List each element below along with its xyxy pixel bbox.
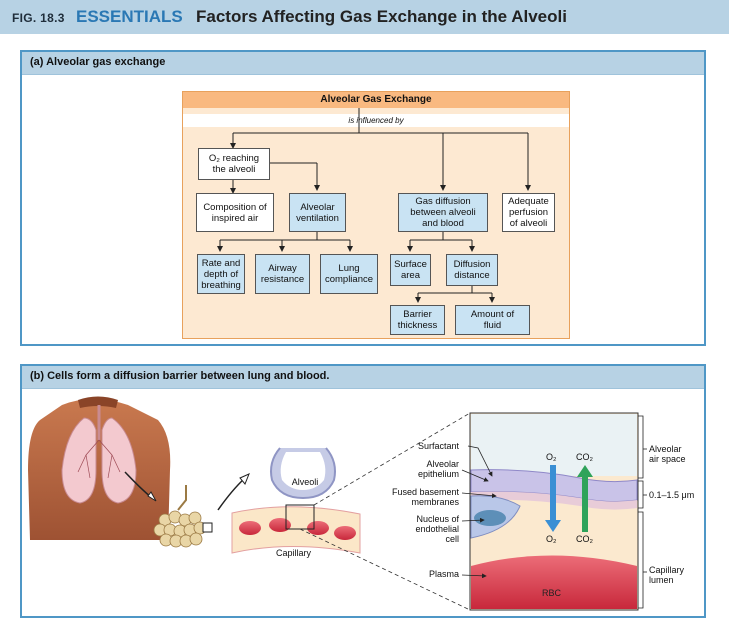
o2-bottom-label: O₂ — [546, 534, 557, 544]
flowchart-sub-bar — [183, 114, 569, 127]
co2-top-label: CO₂ — [576, 452, 593, 462]
o2-top-label: O₂ — [546, 452, 557, 462]
rbc-label: RBC — [542, 588, 562, 598]
surfactant-label: Surfactant — [417, 441, 459, 451]
node-airway-resistance: Airway resistance — [255, 254, 310, 294]
title-bar: FIG. 18.3 ESSENTIALS Factors Affecting G… — [0, 0, 729, 34]
panel-b-heading: (b) Cells form a diffusion barrier betwe… — [30, 370, 330, 382]
node-rate-depth-breathing: Rate and depth of breathing — [197, 254, 245, 294]
flowchart-subtitle: is influenced by — [348, 116, 404, 125]
alveolar-epithelium-label: Alveolar epithelium — [417, 459, 459, 479]
figure-number: FIG. 18.3 — [12, 11, 65, 25]
panel-a-header: (a) Alveolar gas exchange — [22, 52, 704, 75]
capillary-lumen-label: Capillary lumen — [649, 565, 685, 585]
alveolar-cluster — [153, 485, 207, 548]
alveolar-air-space-label: Alveolar air space — [649, 444, 686, 464]
node-barrier-thickness: Barrier thickness — [390, 305, 445, 335]
nucleus-label: Nucleus of endothelial cell — [415, 514, 459, 544]
panel-b-header: (b) Cells form a diffusion barrier betwe… — [22, 366, 704, 389]
flowchart-title: Alveolar Gas Exchange — [320, 94, 432, 105]
alveoli-label: Alveoli — [291, 477, 319, 487]
node-gas-diffusion: Gas diffusion between alveoli and blood — [398, 193, 488, 232]
node-alveolar-ventilation: Alveolar ventilation — [289, 193, 346, 232]
figure-title: Factors Affecting Gas Exchange in the Al… — [196, 7, 567, 26]
barrier-thickness-value: 0.1–1.5 μm — [649, 490, 695, 500]
node-adequate-perfusion: Adequate perfusion of alveoli — [502, 193, 555, 232]
node-diffusion-distance: Diffusion distance — [446, 254, 498, 286]
panel-a-heading: (a) Alveolar gas exchange — [30, 56, 166, 68]
essentials-label: ESSENTIALS — [76, 7, 183, 26]
node-o2-reaching-alveoli: O₂ reaching the alveoli — [198, 148, 270, 180]
torso-figure — [28, 396, 171, 540]
capillary-label: Capillary — [276, 548, 312, 558]
fused-membranes-label: Fused basement membranes — [391, 487, 459, 507]
node-amount-of-fluid: Amount of fluid — [455, 305, 530, 335]
node-surface-area: Surface area — [390, 254, 431, 286]
co2-bottom-label: CO₂ — [576, 534, 593, 544]
node-composition-inspired-air: Composition of inspired air — [196, 193, 274, 232]
node-lung-compliance: Lung compliance — [320, 254, 378, 294]
flowchart-top-header — [183, 92, 569, 108]
plasma-label: Plasma — [428, 569, 459, 579]
